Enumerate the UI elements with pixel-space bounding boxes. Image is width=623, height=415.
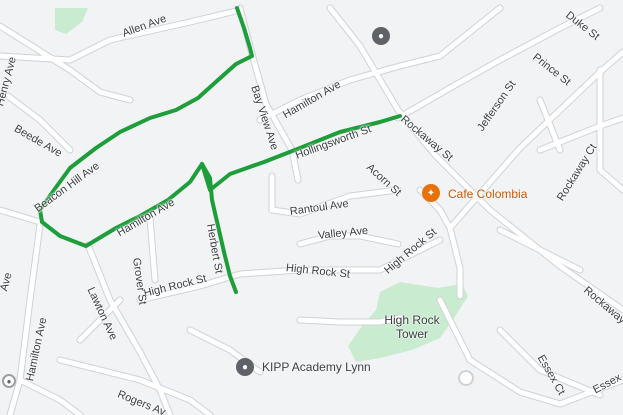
poi-label-school[interactable]: KIPP Academy Lynn — [262, 360, 371, 374]
school-icon[interactable]: ● — [236, 358, 254, 376]
cul-de-sac — [458, 370, 474, 386]
restaurant-icon[interactable]: ✦ — [422, 184, 440, 202]
poi-label-cafe[interactable]: Cafe Colombia — [448, 187, 528, 201]
location-marker-icon[interactable]: ● — [2, 374, 16, 388]
poi-label-tower[interactable]: High Rock Tower — [384, 313, 440, 341]
school-icon[interactable]: ● — [372, 27, 390, 45]
park-area — [55, 8, 88, 34]
highlighted-route — [38, 6, 402, 294]
